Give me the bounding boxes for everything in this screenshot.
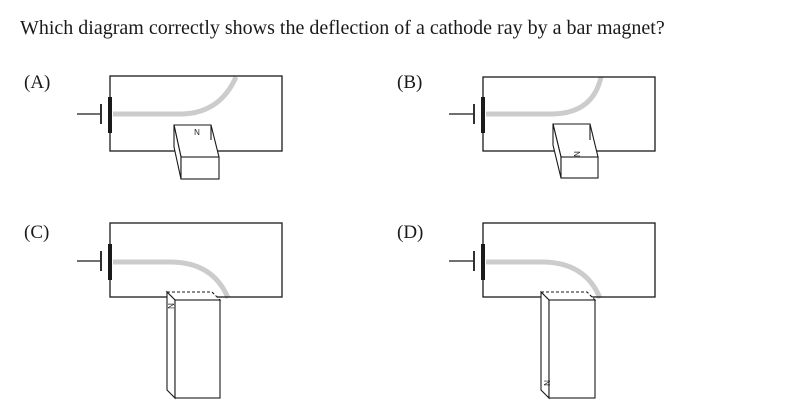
diagram-b[interactable]: N xyxy=(449,76,656,179)
electrode-icon xyxy=(449,244,485,280)
diagram-d[interactable]: N xyxy=(449,222,656,400)
option-d-label[interactable]: (D) xyxy=(397,222,424,243)
question-text: Which diagram correctly shows the deflec… xyxy=(20,17,665,39)
electrode-icon xyxy=(77,97,112,133)
cathode-ray-beam xyxy=(113,259,231,300)
magnet-pole-label: N xyxy=(572,151,581,157)
electrode-icon xyxy=(77,244,112,280)
magnet-pole-label: N xyxy=(194,127,200,136)
bar-magnet-icon: N xyxy=(173,124,220,180)
electrode-icon xyxy=(449,97,485,133)
cathode-ray-beam xyxy=(486,76,604,117)
magnet-pole-label: N xyxy=(166,303,175,309)
bar-magnet-icon: N xyxy=(552,123,599,179)
magnet-pole-label: N xyxy=(543,380,552,386)
diagram-a[interactable]: N xyxy=(77,75,283,180)
cathode-ray-beam xyxy=(113,75,239,117)
bar-magnet-icon: N xyxy=(165,290,222,400)
option-b-label[interactable]: (B) xyxy=(397,72,423,93)
bar-magnet-icon: N xyxy=(539,290,597,400)
cathode-ray-beam xyxy=(486,259,603,300)
option-a-label[interactable]: (A) xyxy=(24,72,51,93)
option-c-label[interactable]: (C) xyxy=(24,222,50,243)
diagram-c[interactable]: N xyxy=(77,222,283,400)
